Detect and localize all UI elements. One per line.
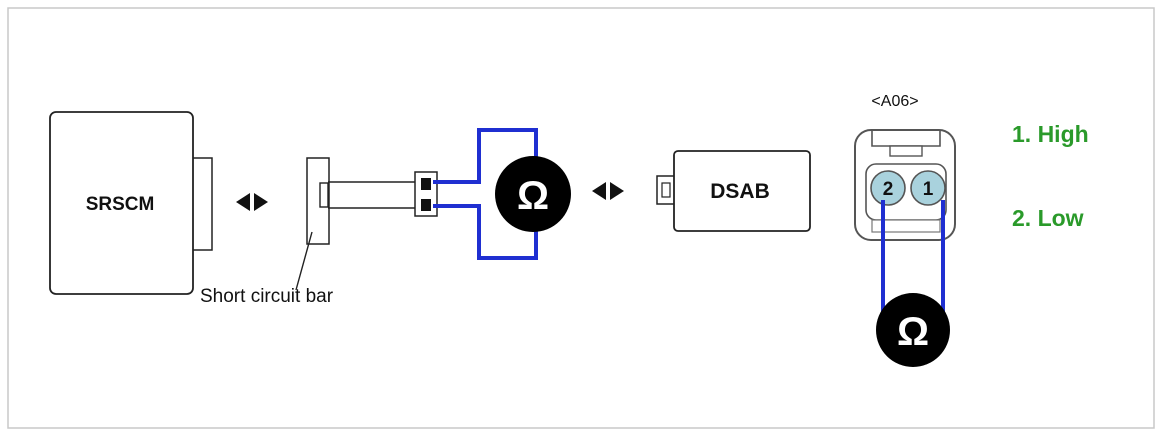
short-circuit-bar-label: Short circuit bar — [200, 286, 334, 307]
ohmmeter-leads — [433, 128, 538, 260]
legend-high: 1. High — [1012, 121, 1089, 147]
connector-id: <A06> — [871, 93, 918, 110]
short-circuit-bar — [295, 157, 415, 291]
srscm-module: SRSCM — [49, 111, 213, 295]
legend-low: 2. Low — [1012, 205, 1084, 231]
pin-1-label: 1 — [923, 179, 934, 200]
pin-2 — [870, 170, 906, 206]
ohmmeter-icon: Ω — [876, 293, 950, 367]
bidirectional-arrow-icon — [236, 193, 268, 211]
pin-1 — [910, 170, 946, 206]
connector-probes — [881, 200, 945, 312]
a06-connector: 2 1 — [854, 129, 956, 241]
dsab-label: DSAB — [710, 180, 770, 203]
dsab-module: DSAB — [656, 150, 811, 232]
bar-connector — [414, 171, 438, 217]
bidirectional-arrow-icon — [592, 182, 624, 200]
ohmmeter-icon: Ω — [495, 156, 571, 232]
ohm-symbol: Ω — [517, 174, 549, 218]
pin-2-label: 2 — [883, 179, 894, 200]
ohm-symbol: Ω — [897, 310, 929, 354]
srscm-label: SRSCM — [86, 194, 155, 215]
